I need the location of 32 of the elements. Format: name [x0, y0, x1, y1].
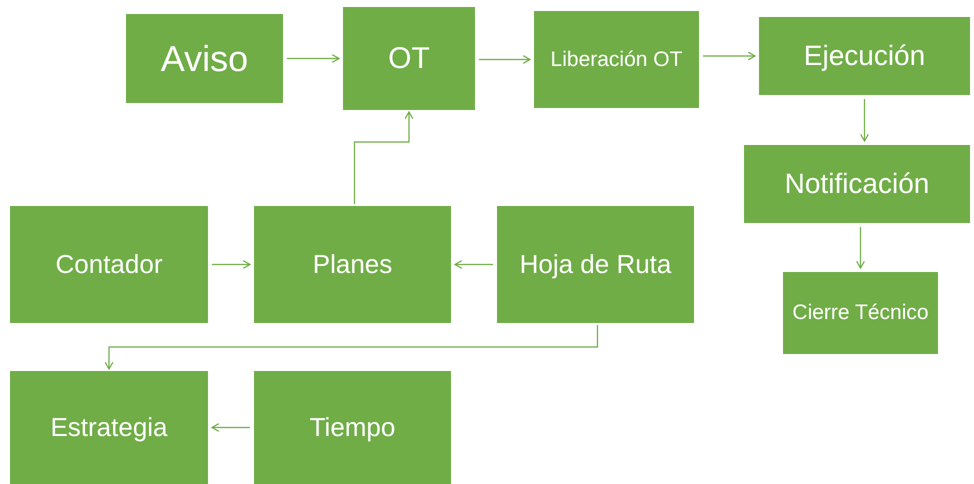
process-box	[254, 371, 451, 484]
arrow	[211, 422, 250, 432]
process-box	[254, 206, 451, 323]
box-label: Contador	[56, 248, 162, 280]
arrow	[354, 111, 414, 204]
arrow	[860, 99, 870, 142]
process-box	[497, 206, 694, 323]
box-label: Planes	[312, 248, 392, 280]
box-label: Tiempo	[310, 412, 396, 444]
arrow	[479, 54, 531, 64]
process-box	[783, 272, 938, 354]
arrow	[287, 54, 340, 64]
box-label: Ejecución	[804, 39, 926, 73]
process-box	[343, 7, 475, 110]
box-label: OT	[388, 40, 430, 76]
box-label: Estrategia	[50, 412, 168, 444]
box-label: Liberación OT	[550, 46, 682, 72]
arrow	[856, 227, 866, 269]
box-label: Aviso	[160, 36, 248, 80]
process-box	[744, 145, 970, 223]
box-label: Notificación	[784, 167, 930, 201]
process-box	[10, 206, 208, 323]
process-box	[759, 17, 970, 95]
arrow	[454, 260, 493, 270]
arrow	[212, 260, 251, 270]
process-box	[126, 14, 283, 103]
arrow	[104, 325, 598, 370]
arrow	[703, 51, 756, 61]
process-box	[534, 11, 699, 108]
box-label: Hoja de Ruta	[520, 248, 672, 280]
box-label: Cierre Técnico	[792, 300, 929, 326]
process-box	[10, 371, 208, 484]
